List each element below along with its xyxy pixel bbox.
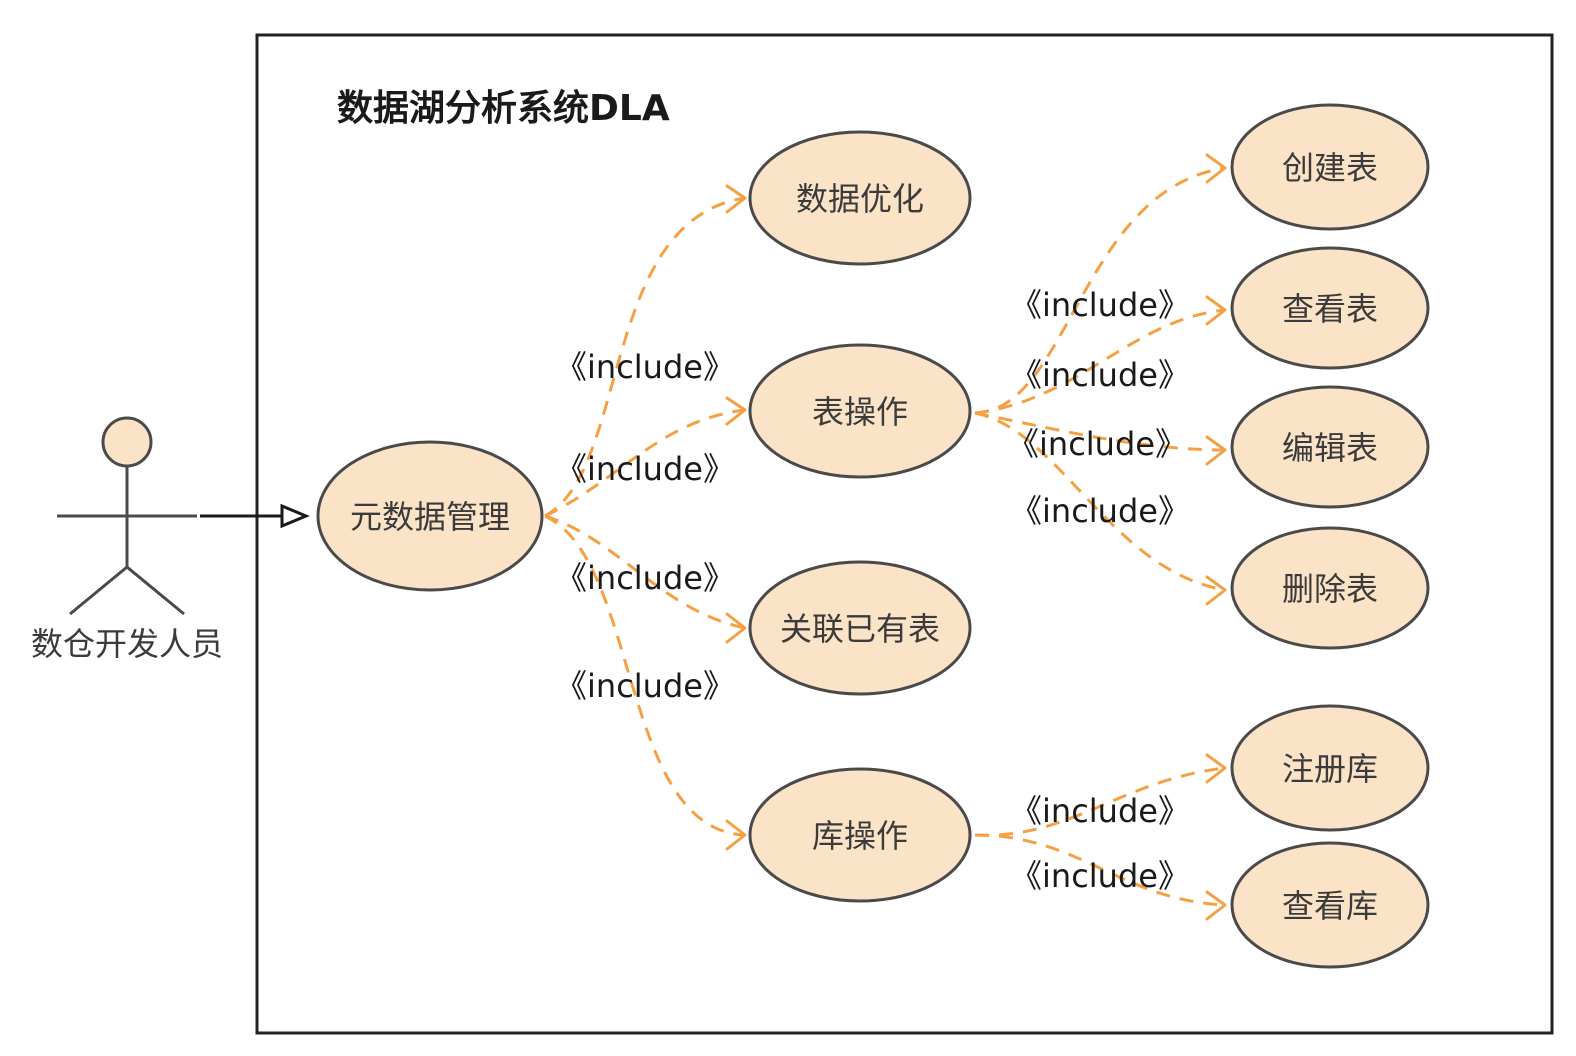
use-case-label: 查看表	[1282, 290, 1378, 328]
include-edge-edit-table	[974, 411, 1226, 452]
use-case-label: 库操作	[812, 817, 908, 855]
include-arrowhead	[725, 184, 747, 214]
use-case-label: 数据优化	[796, 180, 924, 218]
include-edge-link-table	[544, 514, 746, 630]
use-case-data-optimize[interactable]: 数据优化	[748, 130, 972, 266]
include-arrowhead	[1205, 753, 1227, 784]
include-label: 《include》	[555, 348, 735, 386]
include-arrowhead	[725, 819, 747, 851]
use-case-table-ops[interactable]: 表操作	[748, 343, 972, 479]
include-edge-delete-table	[974, 411, 1226, 592]
use-case-db-ops[interactable]: 库操作	[748, 767, 972, 903]
actor-head	[101, 416, 153, 468]
include-label: 《include》	[1010, 356, 1190, 394]
include-label: 《include》	[1010, 792, 1190, 830]
actor-right-leg	[126, 565, 185, 616]
actor-label: 数仓开发人员	[31, 625, 223, 663]
use-case-label: 删除表	[1282, 570, 1378, 608]
include-edges	[544, 153, 1227, 921]
system-title: 数据湖分析系统DLA	[337, 88, 670, 129]
include-edge-db-ops	[544, 514, 746, 837]
include-arrowhead	[725, 612, 747, 644]
use-case-register-db[interactable]: 注册库	[1230, 704, 1430, 832]
use-case-delete-table[interactable]: 删除表	[1230, 526, 1430, 650]
use-case-label: 元数据管理	[350, 498, 510, 536]
use-case-label: 查看库	[1282, 887, 1378, 925]
include-label: 《include》	[1010, 286, 1190, 324]
include-arrowhead	[1205, 575, 1227, 606]
use-case-create-table[interactable]: 创建表	[1230, 103, 1430, 231]
use-case-link-table[interactable]: 关联已有表	[748, 560, 972, 696]
actor-left-leg	[69, 565, 128, 616]
include-arrowhead	[1205, 153, 1227, 184]
include-label: 《include》	[555, 667, 735, 705]
include-arrowhead	[1205, 435, 1227, 466]
use-case-view-db[interactable]: 查看库	[1230, 841, 1430, 969]
association-arrowhead	[280, 503, 310, 529]
include-edge-create-table	[974, 166, 1226, 415]
include-edge-register-db	[974, 766, 1226, 837]
include-label: 《include》	[555, 559, 735, 597]
include-arrowhead	[1205, 295, 1227, 326]
use-case-label: 注册库	[1282, 750, 1378, 788]
include-arrowhead	[1205, 890, 1227, 921]
use-case-label: 关联已有表	[780, 610, 940, 648]
include-label: 《include》	[555, 450, 735, 488]
use-case-edit-table[interactable]: 编辑表	[1230, 385, 1430, 509]
include-edge-view-db	[974, 833, 1226, 907]
actor: 数仓开发人员	[31, 416, 223, 663]
use-case-label: 创建表	[1282, 149, 1378, 187]
use-case-metadata-mgmt[interactable]: 元数据管理	[316, 440, 544, 592]
use-case-label: 表操作	[812, 393, 908, 431]
include-label: 《include》	[1010, 857, 1190, 895]
include-label: 《include》	[1010, 492, 1190, 530]
include-edge-data-optimize	[544, 196, 746, 518]
include-arrowhead	[725, 396, 747, 426]
include-edge-table-ops	[544, 408, 746, 518]
use-case-view-table[interactable]: 查看表	[1230, 246, 1430, 370]
include-labels: 《include》 《include》 《include》 《include》 …	[555, 286, 1190, 895]
include-label: 《include》	[1007, 425, 1187, 463]
use-case-label: 编辑表	[1282, 429, 1378, 467]
system-boundary	[255, 33, 1554, 1035]
association-edge	[200, 503, 310, 529]
